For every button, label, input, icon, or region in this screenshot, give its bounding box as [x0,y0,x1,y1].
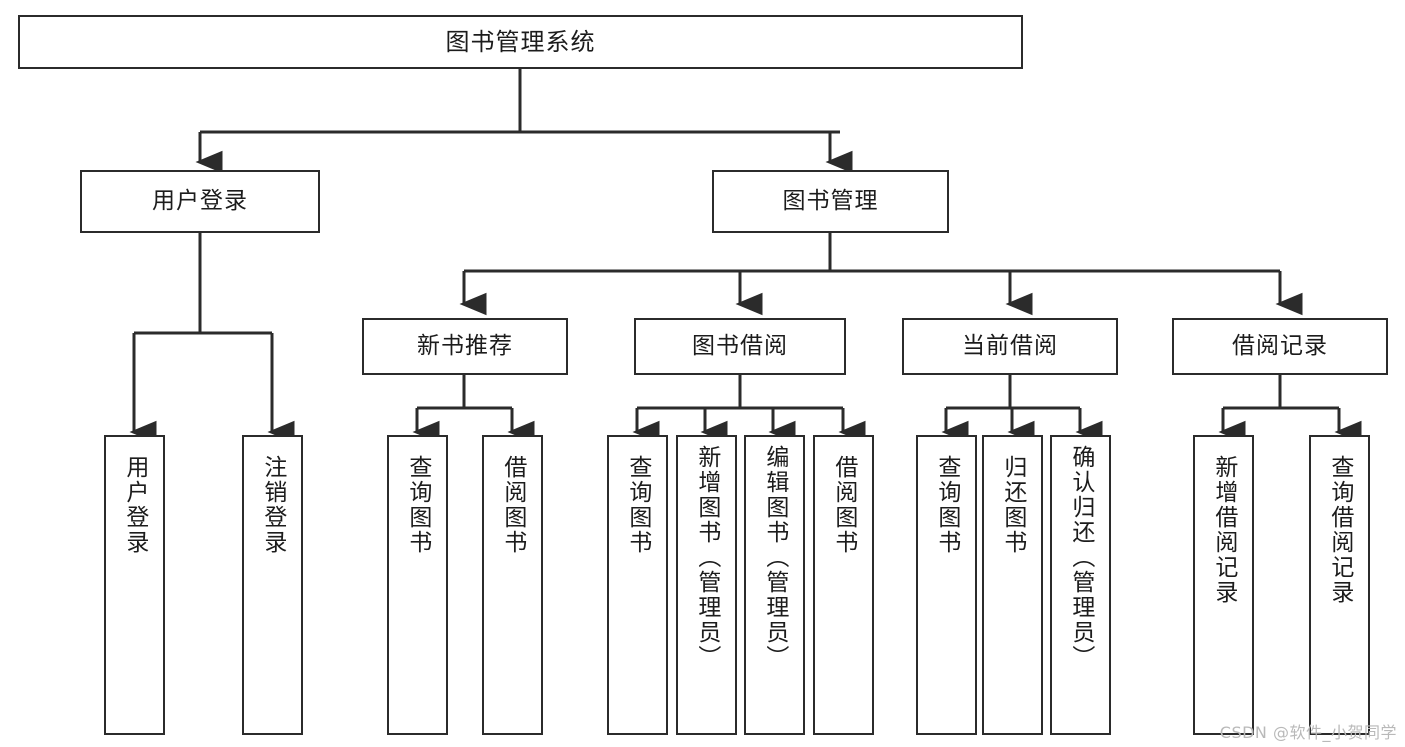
leaf-borrow-record-add-record[interactable]: 新增借阅记录 [1193,435,1254,735]
node-book-borrow[interactable]: 图书借阅 [634,318,846,375]
csdn-watermark: CSDN @软件_小贺同学 [1219,723,1397,742]
leaf-new-book-query-book[interactable]: 查询图书 [387,435,448,735]
leaf-user-login-logout[interactable]: 注销登录 [242,435,303,735]
leaf-book-borrow-edit-book-admin[interactable]: 编辑图书（管理员） [744,435,805,735]
node-current-borrow[interactable]: 当前借阅 [902,318,1118,375]
leaf-borrow-record-query-record[interactable]: 查询借阅记录 [1309,435,1370,735]
leaf-book-borrow-add-book-admin[interactable]: 新增图书（管理员） [676,435,737,735]
leaf-new-book-borrow-book[interactable]: 借阅图书 [482,435,543,735]
leaf-user-login-login[interactable]: 用户登录 [104,435,165,735]
leaf-book-borrow-query-book[interactable]: 查询图书 [607,435,668,735]
leaf-current-borrow-return-book[interactable]: 归还图书 [982,435,1043,735]
node-user-login[interactable]: 用户登录 [80,170,320,233]
node-borrow-record[interactable]: 借阅记录 [1172,318,1388,375]
leaf-current-borrow-query-book[interactable]: 查询图书 [916,435,977,735]
leaf-book-borrow-borrow-book[interactable]: 借阅图书 [813,435,874,735]
node-book-management[interactable]: 图书管理 [712,170,949,233]
node-new-book-recommend[interactable]: 新书推荐 [362,318,568,375]
node-root-book-management-system[interactable]: 图书管理系统 [18,15,1023,69]
leaf-current-borrow-confirm-return-admin[interactable]: 确认归还（管理员） [1050,435,1111,735]
